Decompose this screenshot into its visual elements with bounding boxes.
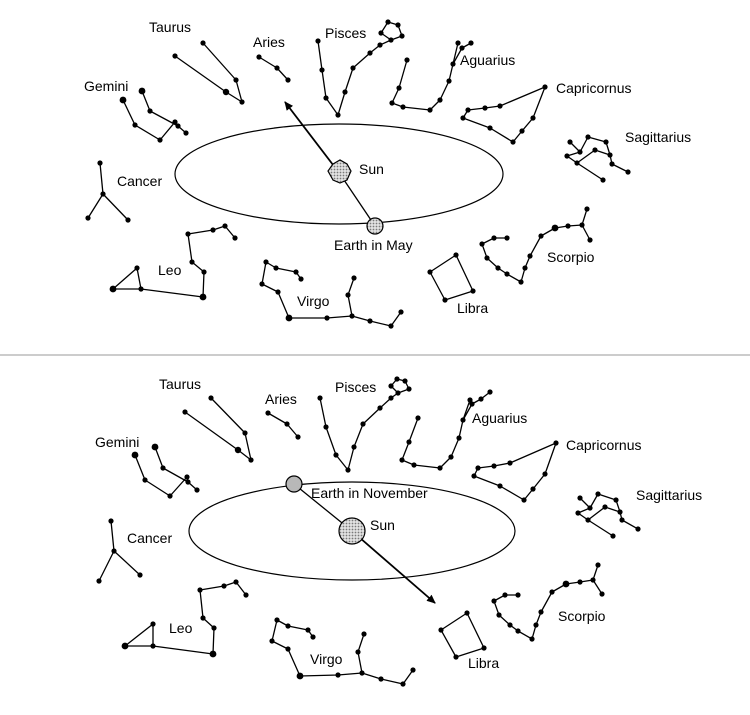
constellation-sagittarius: Sagittarius <box>575 487 702 539</box>
constellation-cancer: Cancer <box>85 160 162 223</box>
label-gemini: Gemini <box>84 78 128 94</box>
constellation-libra: Libra <box>438 610 499 671</box>
sun: Sun <box>338 517 395 545</box>
earth-label: Earth in November <box>311 485 428 501</box>
panel-may: Sun Earth in May Taurus Aries Pisces <box>84 19 691 329</box>
earth: Earth in May <box>334 217 413 253</box>
constellation-leo: Leo <box>121 579 249 658</box>
constellation-libra: Libra <box>427 252 488 316</box>
earth-disk <box>285 475 303 493</box>
label-aguarius: Aguarius <box>460 52 515 68</box>
label-pisces: Pisces <box>325 25 366 41</box>
label-pisces: Pisces <box>335 379 376 395</box>
constellation-scorpio: Scorpio <box>479 206 595 285</box>
label-scorpio: Scorpio <box>558 608 606 624</box>
constellation-gemini: Gemini <box>84 78 189 143</box>
constellation-gemini: Gemini <box>95 434 200 499</box>
label-sagittarius: Sagittarius <box>636 487 702 503</box>
label-capricornus: Capricornus <box>556 80 631 96</box>
constellation-aries: Aries <box>253 34 291 83</box>
sun-earth-line <box>339 173 376 227</box>
constellation-aguarius: Aguarius <box>389 40 515 113</box>
label-leo: Leo <box>158 262 182 278</box>
constellation-pisces: Pisces <box>315 19 405 118</box>
label-capricornus: Capricornus <box>566 437 641 453</box>
label-libra: Libra <box>468 655 499 671</box>
constellation-capricornus: Capricornus <box>471 437 641 503</box>
earth-label: Earth in May <box>334 237 413 253</box>
label-virgo: Virgo <box>310 651 343 667</box>
label-gemini: Gemini <box>95 434 139 450</box>
constellation-virgo: Virgo <box>269 617 416 687</box>
constellation-capricornus: Capricornus <box>460 80 631 145</box>
label-taurus: Taurus <box>149 19 191 35</box>
constellation-scorpio: Scorpio <box>491 562 606 642</box>
sun-disk <box>338 517 366 545</box>
constellation-pisces: Pisces <box>317 376 412 473</box>
direction-arrow <box>351 530 436 604</box>
label-scorpio: Scorpio <box>547 249 595 265</box>
label-cancer: Cancer <box>127 530 172 546</box>
label-virgo: Virgo <box>297 293 330 309</box>
constellation-taurus: Taurus <box>159 376 254 463</box>
sun-label: Sun <box>370 517 395 533</box>
earth-orbit <box>188 481 516 581</box>
constellation-taurus: Taurus <box>149 19 245 105</box>
constellation-aries: Aries <box>265 391 301 440</box>
constellation-aguarius: Aguarius <box>399 389 527 471</box>
label-aries: Aries <box>265 391 297 407</box>
label-leo: Leo <box>169 620 193 636</box>
label-cancer: Cancer <box>117 173 162 189</box>
sun: Sun <box>327 159 384 184</box>
sun-disk <box>327 159 352 184</box>
label-aries: Aries <box>253 34 285 50</box>
earth: Earth in November <box>285 475 428 501</box>
constellation-cancer: Cancer <box>96 518 172 584</box>
panel-november: Sun Earth in November Taurus Aries Pisce… <box>95 376 702 687</box>
earth-disk <box>366 217 384 235</box>
direction-arrow <box>284 101 341 175</box>
constellation-virgo: Virgo <box>259 259 404 329</box>
sun-label: Sun <box>359 161 384 177</box>
label-taurus: Taurus <box>159 376 201 392</box>
label-libra: Libra <box>457 300 488 316</box>
earth-orbit <box>174 123 504 225</box>
constellation-leo: Leo <box>109 223 238 301</box>
label-aguarius: Aguarius <box>472 410 527 426</box>
label-sagittarius: Sagittarius <box>625 129 691 145</box>
constellation-sagittarius: Sagittarius <box>564 129 691 183</box>
